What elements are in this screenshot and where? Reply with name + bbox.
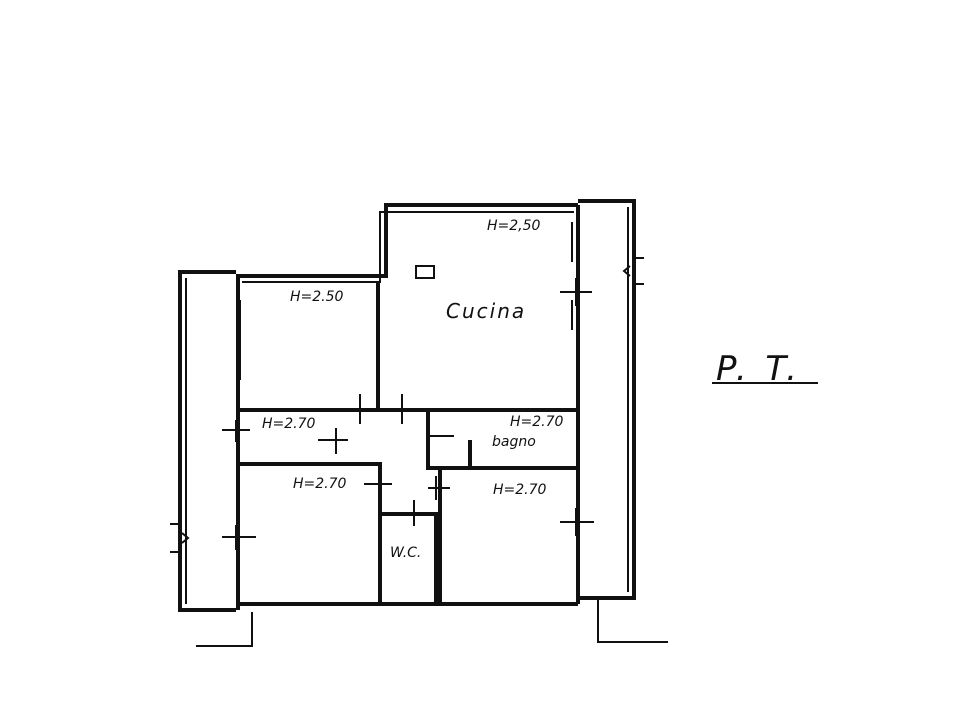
wc-name-label: W.C. — [390, 545, 421, 561]
interior-walls — [240, 265, 576, 604]
entry-arrows — [170, 257, 644, 553]
bottom-right-room-height-label: H=2.70 — [493, 482, 547, 498]
ground-lines — [196, 600, 668, 647]
corridor-height-label: H=2.70 — [262, 416, 316, 432]
openings — [222, 222, 594, 550]
kitchen-height-label: H=2,50 — [487, 218, 541, 234]
top-left-room-height-label: H=2.50 — [290, 289, 344, 305]
bottom-left-room-height-label: H=2.70 — [293, 476, 347, 492]
kitchen-name-label: Cucina — [446, 299, 526, 323]
bathroom-height-label: H=2.70 — [510, 414, 564, 430]
exterior-walls — [178, 199, 636, 612]
bathroom-name-label: bagno — [492, 434, 536, 450]
